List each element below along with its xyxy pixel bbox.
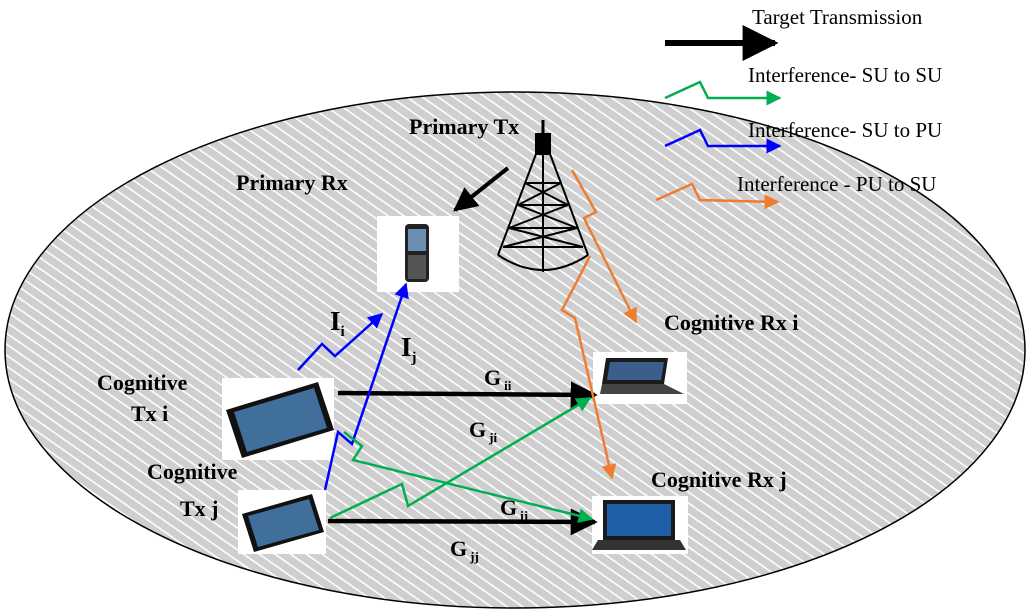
primary-rx-phone-icon [377, 216, 459, 292]
legend-target-label: Target Transmission [752, 5, 923, 29]
legend-pu-su-arrow [655, 182, 780, 210]
primary-tx-to-rx-i-interference [570, 169, 638, 324]
primary-rx-label: Primary Rx [236, 170, 348, 195]
gain-i-j-label: Ij [401, 332, 417, 366]
cognitive-tx-i-label-line1: Cognitive [97, 370, 188, 395]
cognitive-tx-i-label-line2: Tx i [131, 401, 168, 426]
primary-tx-tower-icon [497, 120, 589, 272]
primary-tx-to-rx-arrow [453, 166, 510, 212]
legend: Target Transmission Interference- SU to … [655, 5, 942, 210]
legend-pu-su-label: Interference - PU to SU [737, 172, 936, 196]
tx-i-to-primary-rx-interference [297, 313, 384, 371]
cognitive-tx-j-label-line2: Tx j [180, 496, 219, 521]
cognitive-rx-j-label: Cognitive Rx j [651, 467, 787, 492]
tx-j-to-rx-i-interference [329, 396, 592, 520]
primary-tx-to-rx-j-interference [560, 255, 617, 480]
cognitive-tx-i-tablet-icon [222, 378, 334, 460]
legend-su-pu-arrow [664, 128, 782, 154]
legend-su-pu-label: Interference- SU to PU [748, 118, 942, 142]
cognitive-tx-j-tablet-icon [238, 490, 326, 554]
cognitive-rx-j-laptop-icon [592, 496, 688, 554]
cognitive-rx-i-label: Cognitive Rx i [664, 310, 798, 335]
legend-su-su-arrow [664, 80, 782, 106]
legend-su-su-label: Interference- SU to SU [748, 63, 942, 87]
primary-tx-label: Primary Tx [409, 114, 519, 139]
tx-i-to-rx-i-arrow [337, 381, 598, 409]
cognitive-tx-j-label-line1: Cognitive [147, 459, 238, 484]
gain-i-i-label: Ii [330, 306, 345, 340]
cell-area [4, 91, 1026, 609]
tx-i-to-rx-j-interference [343, 431, 594, 524]
tx-j-to-rx-j-arrow [327, 508, 598, 536]
cognitive-rx-i-laptop-icon [593, 352, 687, 404]
tx-j-to-primary-rx-interference [323, 282, 409, 491]
